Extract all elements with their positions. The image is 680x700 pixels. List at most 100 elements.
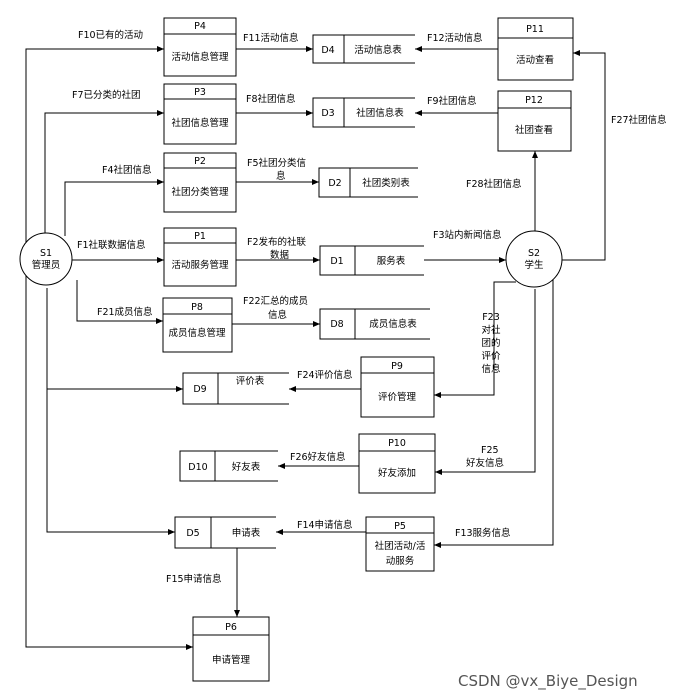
store-d3-name: 社团信息表	[356, 107, 404, 119]
process-p5[interactable]: P5 社团活动/活 动服务	[365, 516, 435, 572]
process-p4[interactable]: P4 活动信息管理	[163, 17, 237, 77]
process-p9-name: 评价管理	[378, 391, 417, 403]
flow-f7-label: F7已分类的社团	[72, 89, 141, 101]
flow-f7-line	[44, 110, 164, 236]
flow-f25-label-line1: F25	[481, 445, 499, 456]
store-d4-name: 活动信息表	[354, 44, 402, 56]
entity-s1-id: S1	[40, 248, 52, 259]
process-p1[interactable]: P1 活动服务管理	[163, 227, 237, 287]
flow-f21-line	[76, 280, 163, 324]
store-d4-id: D4	[321, 45, 334, 56]
flow-f22-label-line1: F22汇总的成员	[243, 295, 308, 307]
flow-f5-label-line1: F5社团分类信	[247, 157, 306, 169]
store-d9-id: D9	[193, 384, 206, 395]
process-p8-name: 成员信息管理	[168, 327, 226, 339]
process-p5-name-line2: 动服务	[386, 555, 415, 567]
flow-f23-label-line4: 评价	[481, 351, 501, 362]
flow-f3-label: F3站内新闻信息	[433, 229, 502, 241]
flow-f25-line	[435, 289, 536, 475]
process-p1-id: P1	[194, 231, 206, 242]
flow-f5-label-line2: 息	[276, 170, 286, 182]
store-d3[interactable]: D3 社团信息表	[312, 97, 415, 128]
process-p10-name: 好友添加	[378, 467, 416, 479]
entity-s2-id: S2	[528, 248, 540, 259]
store-d1-id: D1	[330, 256, 343, 267]
flow-f21-label: F21成员信息	[97, 306, 153, 318]
store-d2-id: D2	[328, 178, 341, 189]
process-p12-id: P12	[525, 95, 543, 106]
flow-f24-label: F24评价信息	[297, 369, 353, 381]
flow-f10-label: F10已有的活动	[78, 29, 143, 41]
process-p9-id: P9	[391, 361, 403, 372]
process-p1-name: 活动服务管理	[171, 259, 229, 271]
flow-f15-label: F15申请信息	[166, 573, 222, 585]
flow-s1-p6-line	[25, 265, 193, 650]
process-p2-name: 社团分类管理	[171, 186, 229, 198]
process-p9[interactable]: P9 评价管理	[360, 356, 435, 418]
flow-f12-label: F12活动信息	[427, 32, 483, 44]
store-d10[interactable]: D10 好友表	[179, 450, 278, 482]
flow-f23-label-line2: 对社	[481, 324, 501, 336]
flow-f22-label-line2: 信息	[268, 309, 287, 321]
process-p11-name: 活动查看	[516, 54, 554, 66]
connector-lines	[25, 46, 606, 650]
flow-f23-label-line5: 信息	[481, 363, 500, 375]
watermark: CSDN @vx_Biye_Design	[458, 672, 638, 691]
process-p10[interactable]: P10 好友添加	[358, 433, 436, 494]
flow-f23-label-line1: F23	[482, 312, 500, 323]
process-p6[interactable]: P6 申请管理	[192, 616, 270, 682]
store-d2[interactable]: D2 社团类别表	[318, 167, 418, 198]
process-p6-name: 申请管理	[212, 654, 251, 666]
entity-s2[interactable]: S2 学生	[505, 230, 563, 288]
flow-f11-label: F11活动信息	[243, 32, 299, 44]
flow-f1-label: F1社联数据信息	[77, 239, 146, 251]
process-p6-id: P6	[225, 622, 237, 633]
process-p10-id: P10	[388, 438, 406, 449]
flow-f4-label: F4社团信息	[102, 164, 152, 176]
entity-s2-name: 学生	[524, 259, 544, 271]
store-d1[interactable]: D1 服务表	[319, 245, 424, 276]
flow-s1-d5-line	[46, 389, 175, 535]
flow-f25-label-line2: 好友信息	[466, 457, 504, 469]
store-d5-id: D5	[186, 528, 199, 539]
flow-f23-line	[434, 281, 516, 398]
process-p8[interactable]: P8 成员信息管理	[162, 297, 233, 353]
process-p2-id: P2	[194, 156, 206, 167]
process-p3-id: P3	[194, 87, 206, 98]
flow-f9-label: F9社团信息	[427, 95, 477, 107]
flow-f14-label: F14申请信息	[297, 519, 353, 531]
flow-f2-label-line2: 数据	[270, 249, 290, 261]
store-d10-name: 好友表	[232, 461, 261, 473]
flow-f27-label: F27社团信息	[611, 114, 667, 126]
process-p12[interactable]: P12 社团查看	[497, 90, 572, 152]
flow-labels: F10已有的活动 F7已分类的社团 F4社团信息 F1社联数据信息 F21成员信…	[72, 29, 667, 585]
flow-f8-label: F8社团信息	[246, 93, 296, 105]
entity-s1[interactable]: S1 管理员	[19, 232, 73, 286]
store-d4[interactable]: D4 活动信息表	[312, 34, 415, 64]
flow-f23-label-line3: 团的	[481, 337, 500, 349]
flow-f28-label: F28社团信息	[466, 178, 522, 190]
store-d5[interactable]: D5 申请表	[174, 516, 276, 549]
flow-f13-label: F13服务信息	[455, 527, 511, 539]
process-p4-id: P4	[194, 21, 206, 32]
flow-f10-line	[25, 46, 164, 265]
process-p3-name: 社团信息管理	[171, 117, 229, 129]
flow-f2-label-line1: F2发布的社联	[247, 236, 307, 248]
store-d10-id: D10	[188, 462, 207, 473]
entity-s1-name: 管理员	[32, 259, 61, 271]
flow-f4-line	[64, 179, 164, 236]
store-d8-id: D8	[330, 319, 343, 330]
store-d5-name: 申请表	[232, 527, 261, 539]
flow-f26-label: F26好友信息	[290, 451, 346, 463]
process-p5-id: P5	[394, 521, 406, 532]
process-p11[interactable]: P11 活动查看	[497, 17, 574, 81]
store-d8[interactable]: D8 成员信息表	[319, 308, 430, 340]
store-d1-name: 服务表	[377, 255, 406, 267]
store-d9[interactable]: D9 评价表	[182, 372, 289, 405]
process-p12-name: 社团查看	[515, 124, 553, 136]
process-p2[interactable]: P2 社团分类管理	[163, 152, 237, 213]
process-p3[interactable]: P3 社团信息管理	[163, 83, 237, 145]
flow-f13-line	[434, 278, 554, 548]
process-p4-name: 活动信息管理	[171, 51, 229, 63]
